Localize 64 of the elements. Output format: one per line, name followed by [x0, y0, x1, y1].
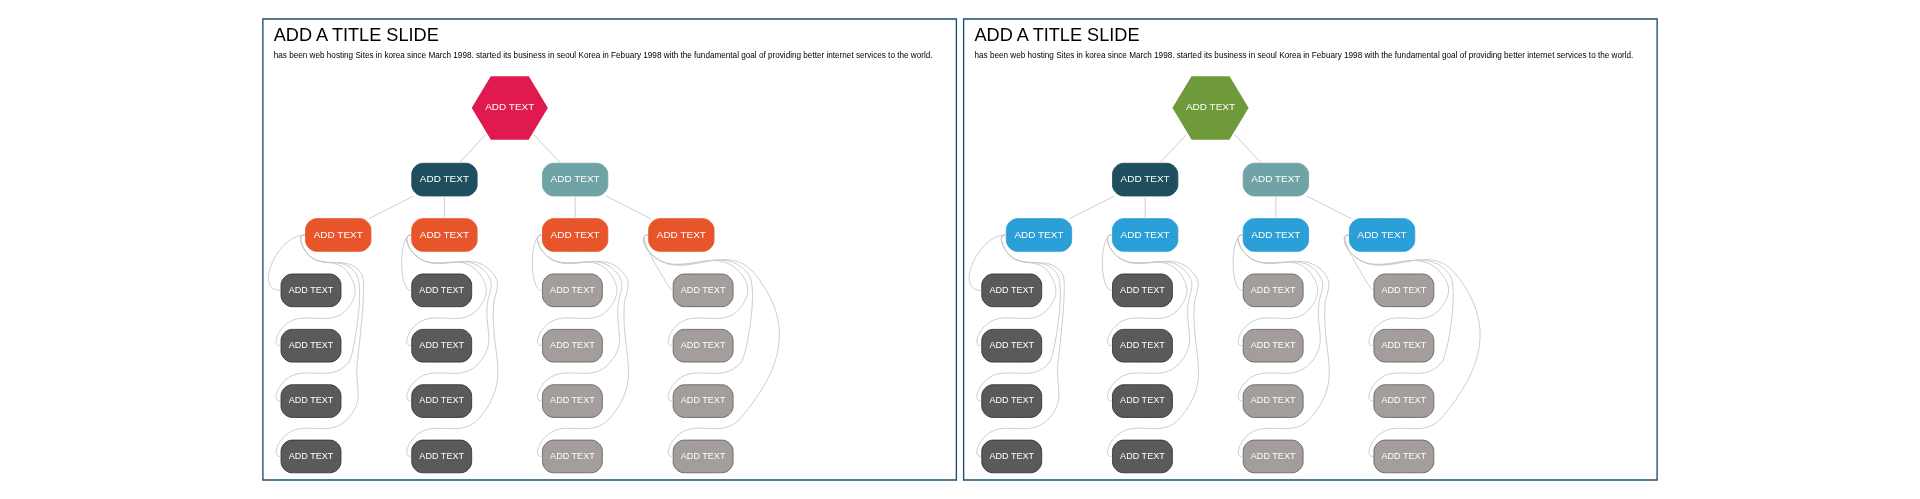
- node-box: ADD TEXT: [280, 384, 342, 418]
- node-box: ADD TEXT: [672, 384, 734, 418]
- node-box: ADD TEXT: [1242, 439, 1304, 474]
- node-box: ADD TEXT: [1348, 218, 1416, 252]
- node-box: ADD TEXT: [1373, 273, 1435, 308]
- connector: [458, 133, 487, 164]
- node-box: ADD TEXT: [981, 384, 1043, 418]
- node-box: ADD TEXT: [411, 273, 473, 308]
- node-box: ADD TEXT: [981, 439, 1043, 474]
- node-box: ADD TEXT: [648, 218, 715, 252]
- node-box: ADD TEXT: [1242, 273, 1304, 308]
- node-box: ADD TEXT: [672, 328, 734, 363]
- node-box: ADD TEXT: [1373, 328, 1435, 363]
- node-box: ADD TEXT: [542, 162, 609, 197]
- node-box: ADD TEXT: [1005, 218, 1073, 252]
- connector: [532, 133, 561, 164]
- node-box: ADD TEXT: [542, 384, 603, 418]
- node-box: ADD TEXT: [672, 439, 734, 474]
- node-box: ADD TEXT: [542, 328, 603, 363]
- connector: [1306, 195, 1352, 220]
- node-box: ADD TEXT: [305, 218, 372, 252]
- connector: [1069, 195, 1115, 220]
- connector: [1159, 133, 1188, 164]
- node-box: ADD TEXT: [1112, 328, 1173, 363]
- connector: [1233, 133, 1262, 164]
- node-box: ADD TEXT: [1112, 384, 1173, 418]
- node-box: ADD TEXT: [1373, 439, 1435, 474]
- node-box: ADD TEXT: [1112, 162, 1179, 197]
- node-box: ADD TEXT: [1242, 328, 1304, 363]
- node-box: ADD TEXT: [1112, 218, 1179, 252]
- node-box: ADD TEXT: [411, 328, 473, 363]
- connector: [605, 195, 652, 220]
- connector: [1344, 234, 1374, 291]
- node-box: ADD TEXT: [981, 328, 1043, 363]
- node-box: ADD TEXT: [280, 273, 342, 308]
- connector: [1144, 195, 1146, 219]
- node-box: ADD TEXT: [411, 162, 478, 197]
- connector: [643, 234, 749, 347]
- connector: [1343, 234, 1449, 347]
- node-box: ADD TEXT: [411, 439, 473, 474]
- node-box: ADD TEXT: [1112, 273, 1173, 308]
- connector: [643, 234, 753, 402]
- node-box: ADD TEXT: [981, 273, 1043, 308]
- connector: [443, 195, 445, 219]
- connector: [574, 195, 576, 219]
- connector: [401, 234, 412, 291]
- node-box: ADD TEXT: [542, 439, 603, 474]
- connector: [1343, 234, 1454, 402]
- node-box: ADD TEXT: [411, 384, 473, 418]
- node-box: ADD TEXT: [1373, 384, 1435, 418]
- node-box: ADD TEXT: [411, 218, 478, 252]
- node-box: ADD TEXT: [280, 328, 342, 363]
- node-box: ADD TEXT: [672, 273, 734, 308]
- node-box: ADD TEXT: [1112, 439, 1173, 474]
- node-box: ADD TEXT: [1242, 162, 1309, 197]
- connector: [268, 234, 306, 291]
- node-box: ADD TEXT: [1242, 384, 1304, 418]
- node-box: ADD TEXT: [280, 439, 342, 474]
- connector: [1232, 234, 1243, 291]
- node-box: ADD TEXT: [542, 273, 603, 308]
- node-box: ADD TEXT: [542, 218, 609, 252]
- connector: [643, 234, 673, 291]
- connector: [368, 195, 415, 220]
- node-box: ADD TEXT: [1242, 218, 1309, 252]
